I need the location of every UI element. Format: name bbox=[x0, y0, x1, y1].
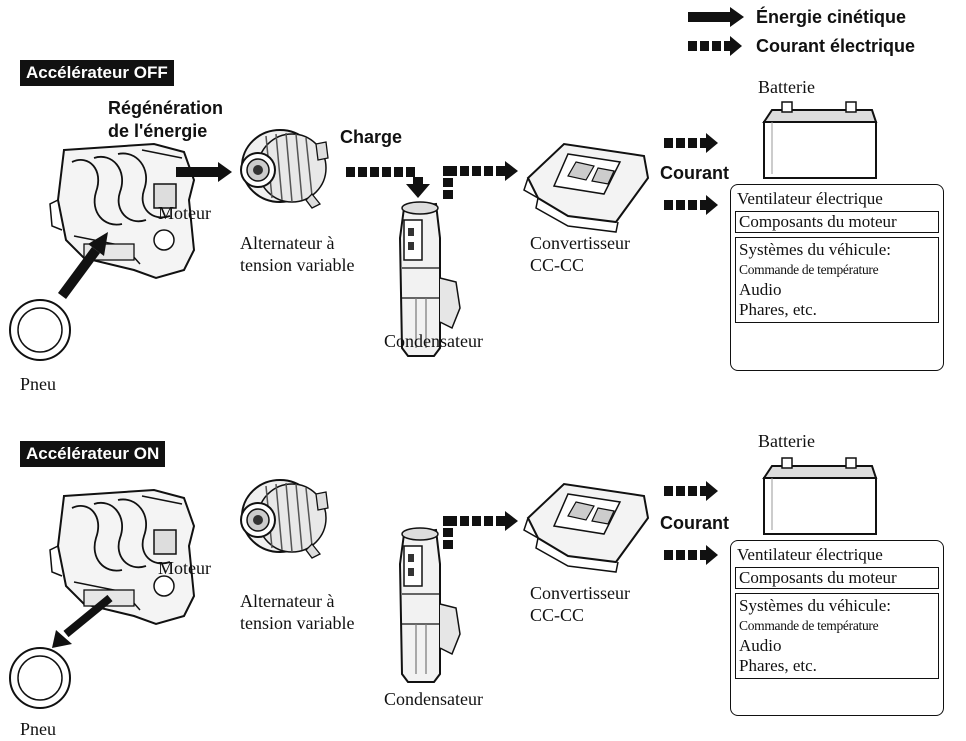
load-vehicle-systems-bottom: Systèmes du véhicule: bbox=[739, 596, 892, 615]
alternator-label-bottom-line1: Alternateur à bbox=[240, 591, 335, 611]
regen-label-line1: Régénération bbox=[108, 98, 224, 118]
engine-label-top: Moteur bbox=[158, 203, 211, 223]
converter-label-bottom-line1: Convertisseur bbox=[530, 583, 630, 603]
converter-image-top bbox=[523, 143, 649, 233]
battery-label-top: Batterie bbox=[758, 77, 815, 97]
converter-image-bottom bbox=[523, 483, 649, 573]
alternator-label-top-line1: Alternateur à bbox=[240, 233, 335, 253]
load-lights-bottom: Phares, etc. bbox=[739, 656, 817, 675]
load-fan-bottom: Ventilateur électrique bbox=[737, 545, 883, 564]
load-engine-components-top: Composants du moteur bbox=[735, 211, 939, 233]
converter-to-loads-arrow-bottom bbox=[664, 545, 718, 565]
battery-image-top bbox=[763, 101, 877, 179]
load-temp-control-top: Commande de température bbox=[739, 262, 879, 277]
electrical-loads-box-bottom: Ventilateur électrique Composants du mot… bbox=[730, 540, 944, 716]
section-header-bottom: Accélérateur ON bbox=[20, 441, 166, 467]
converter-label-bottom-line2: CC-CC bbox=[530, 605, 585, 625]
load-audio-bottom: Audio bbox=[739, 636, 782, 655]
capacitor-label-bottom: Condensateur bbox=[384, 689, 483, 709]
converter-label-top-line1: Convertisseur bbox=[530, 233, 630, 253]
capacitor-image-bottom bbox=[399, 527, 461, 683]
vehicle-systems-group-bottom: Systèmes du véhicule: Commande de tempér… bbox=[735, 593, 939, 679]
load-lights-top: Phares, etc. bbox=[739, 300, 817, 319]
alternator-image-bottom bbox=[240, 479, 329, 559]
alternator-label-top-line2: tension variable bbox=[240, 255, 355, 275]
tire-image-top bbox=[9, 299, 71, 361]
tire-label-bottom: Pneu bbox=[20, 719, 56, 739]
regen-label-line2: de l'énergie bbox=[108, 121, 208, 141]
load-temp-control-bottom: Commande de température bbox=[739, 618, 879, 633]
tire-to-engine-arrow bbox=[57, 232, 108, 299]
charge-arrow bbox=[346, 167, 430, 198]
converter-to-loads-arrow-top bbox=[664, 195, 718, 215]
load-engine-components-bottom: Composants du moteur bbox=[735, 567, 939, 589]
tire-image-bottom bbox=[9, 647, 71, 709]
converter-to-battery-arrow-bottom bbox=[664, 481, 718, 501]
alternator-label-bottom-line2: tension variable bbox=[240, 613, 355, 633]
current-label-top: Courant bbox=[660, 163, 729, 183]
electrical-loads-box-top: Ventilateur électrique Composants du mot… bbox=[730, 184, 944, 371]
capacitor-to-converter-arrow-bottom bbox=[443, 511, 518, 549]
battery-image-bottom bbox=[763, 457, 877, 535]
legend-electric-arrow bbox=[688, 36, 742, 56]
legend-kinetic-label: Énergie cinétique bbox=[756, 7, 907, 27]
tire-label-top: Pneu bbox=[20, 374, 56, 394]
section-header-top: Accélérateur OFF bbox=[20, 60, 174, 86]
load-vehicle-systems-top: Systèmes du véhicule: bbox=[739, 240, 892, 259]
current-label-bottom: Courant bbox=[660, 513, 729, 533]
capacitor-to-converter-arrow-top bbox=[443, 161, 518, 199]
converter-to-battery-arrow-top bbox=[664, 133, 718, 153]
charge-label: Charge bbox=[340, 127, 403, 147]
legend-kinetic-arrow bbox=[688, 7, 744, 27]
vehicle-systems-group-top: Systèmes du véhicule: Commande de tempér… bbox=[735, 237, 939, 323]
battery-label-bottom: Batterie bbox=[758, 431, 815, 451]
engine-to-tire-arrow bbox=[52, 594, 113, 648]
load-audio-top: Audio bbox=[739, 280, 782, 299]
capacitor-label-top: Condensateur bbox=[384, 331, 483, 351]
alternator-image-top bbox=[240, 129, 329, 209]
engine-label-bottom: Moteur bbox=[158, 558, 211, 578]
load-fan-top: Ventilateur électrique bbox=[737, 189, 883, 208]
legend-electric-label: Courant électrique bbox=[756, 36, 916, 56]
converter-label-top-line2: CC-CC bbox=[530, 255, 585, 275]
